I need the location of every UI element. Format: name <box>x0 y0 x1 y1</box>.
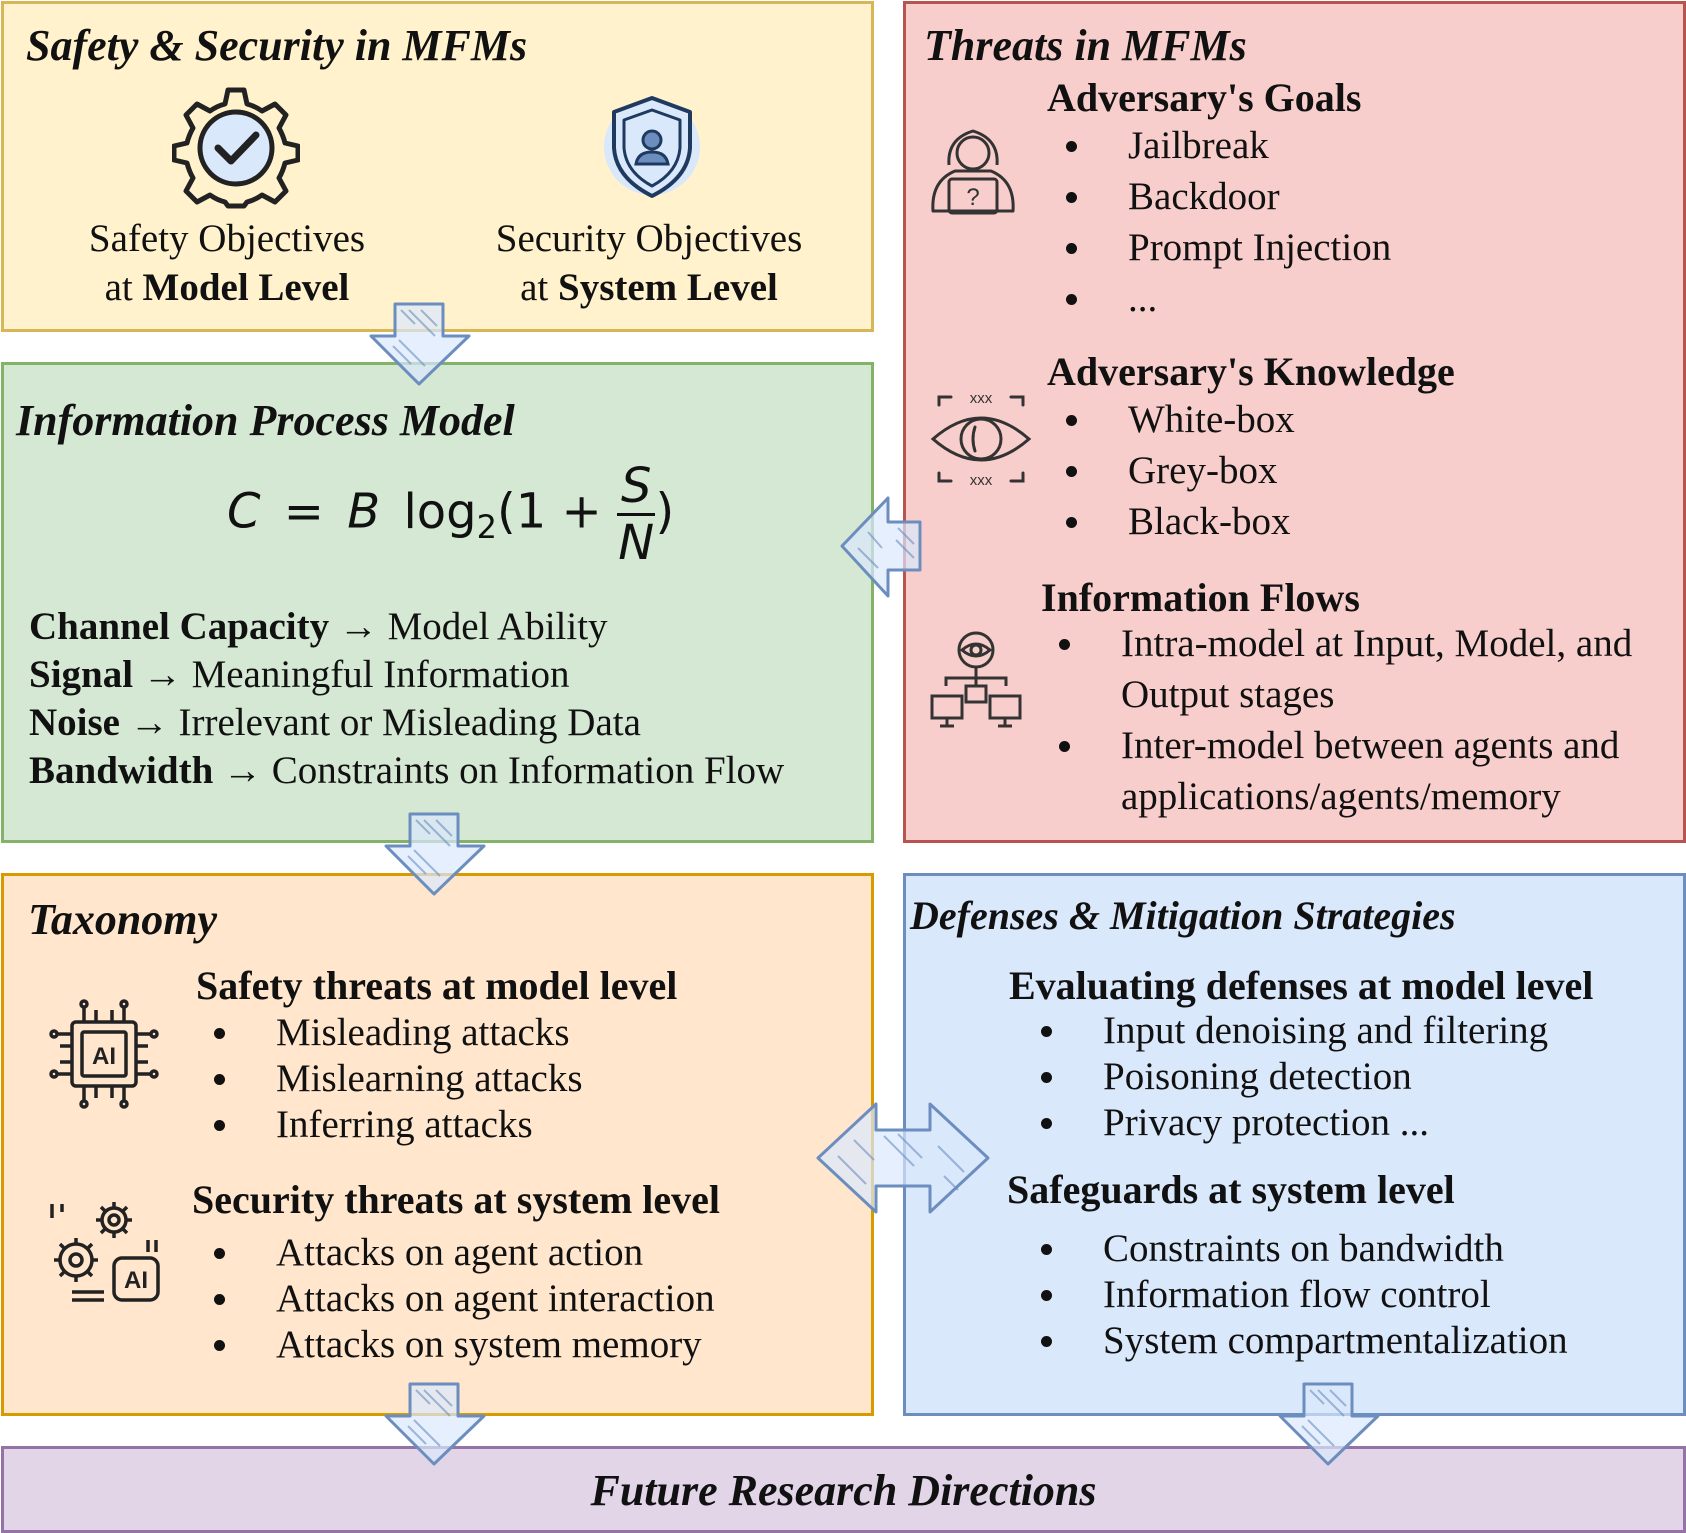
ai-chip-icon: AI <box>49 999 159 1109</box>
list-item: Jailbreak <box>1056 120 1391 171</box>
security-threats-list: Attacks on agent action Attacks on agent… <box>204 1230 715 1368</box>
eq-open: (1 + <box>497 483 602 540</box>
list-item: Inter-model between agents and applicati… <box>1049 720 1681 822</box>
bidirectional-arrow <box>816 1102 990 1214</box>
mapping-row: Bandwidth → Constraints on Information F… <box>29 749 785 792</box>
list-item: Poisoning detection <box>1031 1054 1548 1100</box>
info-process-title: Information Process Model <box>16 396 515 445</box>
list-item: Inferring attacks <box>204 1102 583 1148</box>
gear-check-icon <box>172 87 300 209</box>
down-arrow <box>369 302 471 386</box>
eval-defenses-list: Input denoising and filtering Poisoning … <box>1031 1008 1548 1146</box>
eq-den: N <box>618 515 655 571</box>
ai-gears-icon: AI <box>50 1202 160 1302</box>
eq-b: B <box>347 483 381 540</box>
eq-equals: = <box>283 483 324 540</box>
safety-security-title: Safety & Security in MFMs <box>26 21 528 70</box>
list-item: ... <box>1056 273 1391 324</box>
list-item: White-box <box>1056 394 1295 445</box>
left-arrow <box>840 496 922 598</box>
list-item: Attacks on agent interaction <box>204 1276 715 1322</box>
safety-objectives-level: Model Level <box>142 266 350 309</box>
flows-list: Intra-model at Input, Model, and Output … <box>1049 618 1681 822</box>
taxonomy-title: Taxonomy <box>28 895 218 944</box>
security-objectives-line1: Security Objectives <box>495 217 803 260</box>
knowledge-list: White-box Grey-box Black-box <box>1056 394 1295 547</box>
list-item: Privacy protection ... <box>1031 1100 1548 1146</box>
safety-threats-list: Misleading attacks Mislearning attacks I… <box>204 1010 583 1148</box>
goals-heading: Adversary's Goals <box>1047 75 1362 120</box>
security-threats-heading: Security threats at system level <box>192 1177 721 1222</box>
list-item: Attacks on agent action <box>204 1230 715 1276</box>
mapping-row: Signal → Meaningful Information <box>29 653 570 696</box>
mapping-row: Channel Capacity → Model Ability <box>29 605 608 648</box>
mapping-list: Channel Capacity → Model Ability Signal … <box>29 603 784 795</box>
network-eye-icon <box>930 631 1022 728</box>
list-item: Black-box <box>1056 496 1295 547</box>
down-arrow <box>384 812 486 896</box>
security-objectives-level: System Level <box>558 266 778 309</box>
gear-label: AI <box>124 1267 148 1294</box>
knowledge-heading: Adversary's Knowledge <box>1047 349 1455 394</box>
list-item: Mislearning attacks <box>204 1056 583 1102</box>
eq-log: log <box>403 483 477 540</box>
chip-label: AI <box>92 1043 116 1070</box>
safety-objectives-at: at <box>104 266 143 309</box>
threats-box: Threats in MFMs Adversary's Goals Jailbr… <box>903 1 1686 843</box>
security-objectives-at: at <box>520 266 559 309</box>
list-item: System compartmentalization <box>1031 1318 1568 1364</box>
list-item: Grey-box <box>1056 445 1295 496</box>
safety-objectives-line1: Safety Objectives <box>88 217 366 260</box>
down-arrow <box>1278 1382 1380 1466</box>
eq-num: S <box>617 459 656 516</box>
eq-sub: 2 <box>476 508 497 547</box>
svg-text:?: ? <box>966 184 979 211</box>
safeguards-list: Constraints on bandwidth Information flo… <box>1031 1226 1568 1364</box>
safeguards-heading: Safeguards at system level <box>1007 1167 1455 1212</box>
safety-security-box: Safety & Security in MFMs Safety Objecti… <box>1 1 874 332</box>
future-research-title: Future Research Directions <box>590 1466 1097 1515</box>
hacker-icon: ? <box>931 129 1015 215</box>
list-item: Backdoor <box>1056 171 1391 222</box>
eye-marks-bottom: xxx <box>970 472 993 487</box>
goals-list: Jailbreak Backdoor Prompt Injection ... <box>1056 120 1391 324</box>
defenses-title: Defenses & Mitigation Strategies <box>910 893 1456 938</box>
list-item: Constraints on bandwidth <box>1031 1226 1568 1272</box>
list-item: Input denoising and filtering <box>1031 1008 1548 1054</box>
threats-title: Threats in MFMs <box>924 21 1247 70</box>
eq-close: ) <box>655 483 675 540</box>
list-item: Information flow control <box>1031 1272 1568 1318</box>
future-research-box: Future Research Directions <box>1 1446 1686 1533</box>
flows-heading: Information Flows <box>1041 575 1360 620</box>
eye-marks-top: xxx <box>970 391 993 407</box>
taxonomy-box: Taxonomy Safety threats at model level M… <box>1 873 874 1416</box>
eval-defenses-heading: Evaluating defenses at model level <box>1009 963 1594 1008</box>
defenses-box: Defenses & Mitigation Strategies Evaluat… <box>903 873 1686 1416</box>
mapping-row: Noise → Irrelevant or Misleading Data <box>29 701 641 744</box>
eye-icon: xxx xxx <box>930 391 1032 487</box>
info-process-box: Information Process Model C = B log2(1 +… <box>1 362 874 843</box>
eq-lhs: C <box>227 483 261 540</box>
down-arrow <box>384 1382 486 1466</box>
shield-user-icon <box>604 96 700 198</box>
safety-threats-heading: Safety threats at model level <box>196 963 678 1008</box>
list-item: Attacks on system memory <box>204 1322 715 1368</box>
list-item: Prompt Injection <box>1056 222 1391 273</box>
list-item: Misleading attacks <box>204 1010 583 1056</box>
list-item: Intra-model at Input, Model, and Output … <box>1049 618 1681 720</box>
